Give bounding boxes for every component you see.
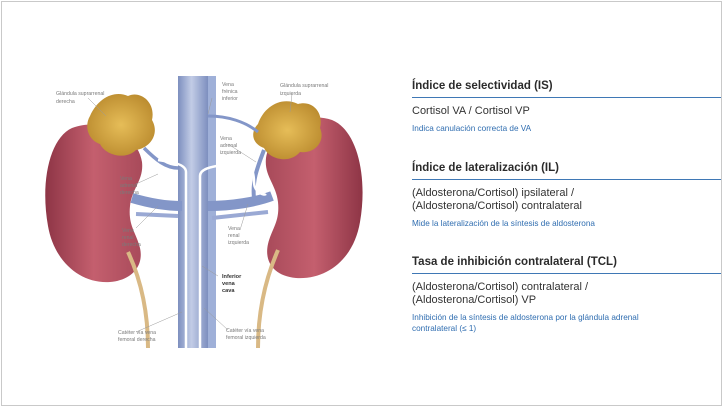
label-left-renal-vein: Vena renal izquierda bbox=[228, 226, 249, 246]
formula-line: (Aldosterona/Cortisol) ipsilateral / bbox=[412, 187, 721, 200]
formula-line: (Aldosterona/Cortisol) VP bbox=[412, 294, 721, 307]
note-line: Inhibición de la síntesis de aldosterona… bbox=[412, 312, 721, 323]
adrenal-vein-illustration: Glándula suprarrenal derecha Glándula su… bbox=[32, 76, 376, 348]
label-vena-cava: Inferior vena cava bbox=[222, 274, 243, 294]
selectivity-index-section: Índice de selectividad (IS) Cortisol VA … bbox=[412, 80, 721, 134]
contralateral-inhibition-note: Inhibición de la síntesis de aldosterona… bbox=[412, 312, 721, 334]
lateralization-index-title: Índice de lateralización (IL) bbox=[412, 162, 721, 180]
formula-line: Cortisol VA / Cortisol VP bbox=[412, 105, 721, 118]
lateralization-index-note: Mide la lateralización de la síntesis de… bbox=[412, 218, 721, 229]
note-line: Indica canulación correcta de VA bbox=[412, 123, 721, 134]
note-line: contralateral (≤ 1) bbox=[412, 323, 721, 334]
formula-line: (Aldosterona/Cortisol) contralateral / bbox=[412, 281, 721, 294]
note-line: Mide la lateralización de la síntesis de… bbox=[412, 218, 721, 229]
label-left-adrenal-vein: Vena adrenal izquierda bbox=[220, 136, 241, 156]
label-right-renal-vein: Vena renal derecha bbox=[122, 228, 141, 248]
label-phrenic-vein: Vena frénica inferior bbox=[222, 82, 239, 102]
formula-line: (Aldosterona/Cortisol) contralateral bbox=[412, 200, 721, 213]
selectivity-index-formula: Cortisol VA / Cortisol VP bbox=[412, 105, 721, 118]
label-left-catheter: Catéter vía vena femoral izquierda bbox=[226, 328, 266, 341]
label-left-adrenal: Glándula suprarrenal izquierda bbox=[280, 83, 330, 97]
selectivity-index-note: Indica canulación correcta de VA bbox=[412, 123, 721, 134]
selectivity-index-title: Índice de selectividad (IS) bbox=[412, 80, 721, 98]
inferior-vena-cava-shape bbox=[178, 76, 208, 348]
contralateral-inhibition-title: Tasa de inhibición contralateral (TCL) bbox=[412, 256, 721, 274]
label-right-catheter: Catéter vía vena femoral derecha bbox=[118, 330, 158, 343]
lateralization-index-section: Índice de lateralización (IL) (Aldostero… bbox=[412, 162, 721, 229]
lateralization-index-formula: (Aldosterona/Cortisol) ipsilateral / (Al… bbox=[412, 187, 721, 213]
kidney-anatomy-svg: Glándula suprarrenal derecha Glándula su… bbox=[32, 76, 376, 348]
contralateral-inhibition-section: Tasa de inhibición contralateral (TCL) (… bbox=[412, 256, 721, 334]
contralateral-inhibition-formula: (Aldosterona/Cortisol) contralateral / (… bbox=[412, 281, 721, 307]
label-right-adrenal: Glándula suprarrenal derecha bbox=[56, 91, 106, 105]
